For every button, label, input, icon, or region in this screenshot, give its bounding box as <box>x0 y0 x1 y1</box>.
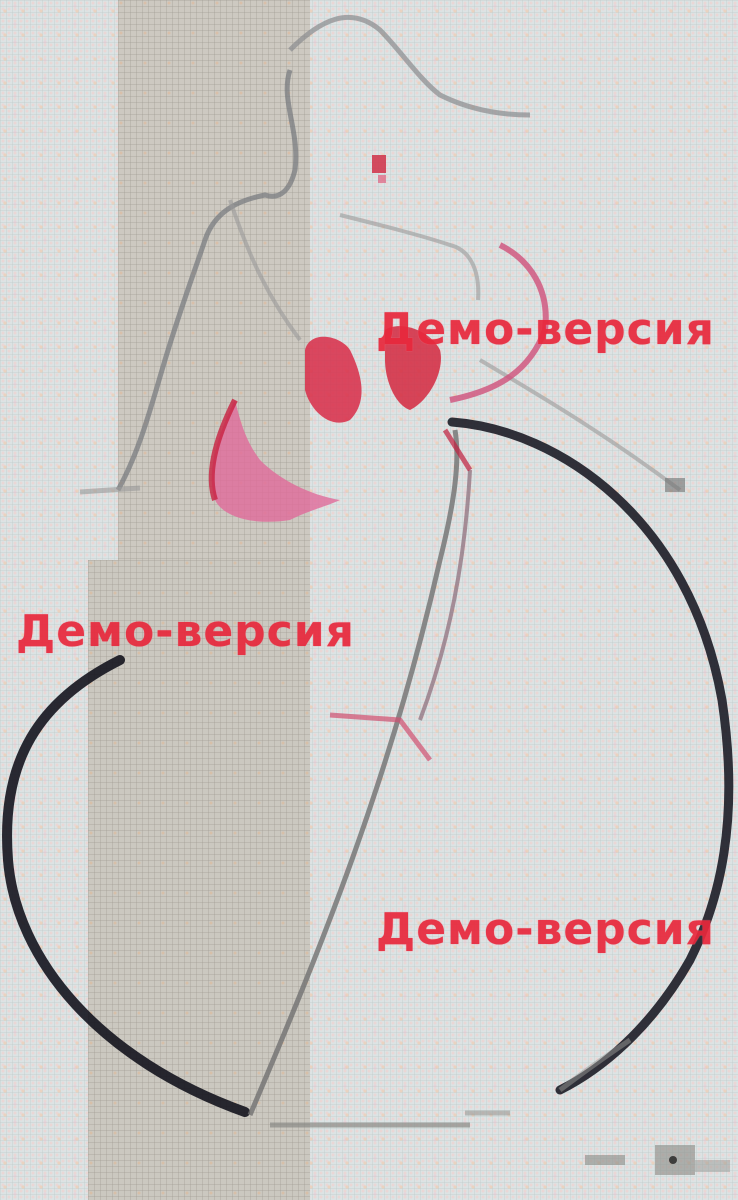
demo-watermark: Демо-версия <box>376 304 715 355</box>
hoop-ring-right <box>447 417 734 1095</box>
shoulder-line <box>339 213 481 301</box>
bikini-bottom <box>211 400 340 522</box>
bikini-top-right <box>385 326 441 410</box>
red-knot <box>442 428 473 472</box>
corner-stamp-sketch <box>585 1145 730 1175</box>
demo-watermark: Демо-версия <box>376 904 715 955</box>
hoop-ring-left <box>2 655 250 1117</box>
leg-line <box>247 429 460 1116</box>
hip-line <box>79 485 141 495</box>
arm-line <box>115 69 299 492</box>
bikini-strap <box>449 242 549 403</box>
demo-watermark: Демо-версия <box>16 606 355 657</box>
lips-2 <box>378 175 386 183</box>
hoop-lower-right <box>558 1037 632 1093</box>
stone-pillar-base <box>88 560 310 1200</box>
lips <box>372 155 386 173</box>
torso-line <box>228 199 302 342</box>
hand-detail <box>665 478 685 492</box>
ankle-strap <box>329 712 432 762</box>
bikini-bottom-edge <box>208 398 238 501</box>
bikini-top-left <box>305 336 362 423</box>
right-arm-line <box>478 358 682 492</box>
hair-line <box>288 14 531 118</box>
leg-line-2 <box>418 469 472 721</box>
